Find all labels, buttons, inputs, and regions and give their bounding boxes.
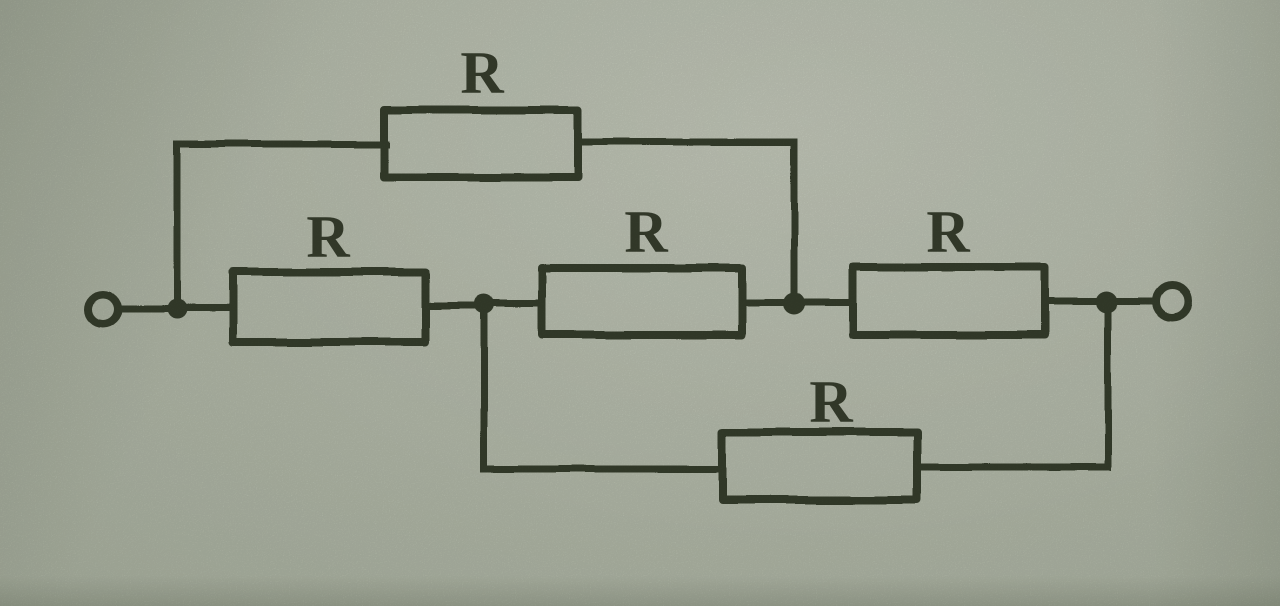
paper-grain-overlay bbox=[0, 0, 1280, 606]
circuit-diagram: R R R R R bbox=[0, 0, 1280, 606]
paper-photo-background: R R R R R bbox=[0, 0, 1280, 606]
